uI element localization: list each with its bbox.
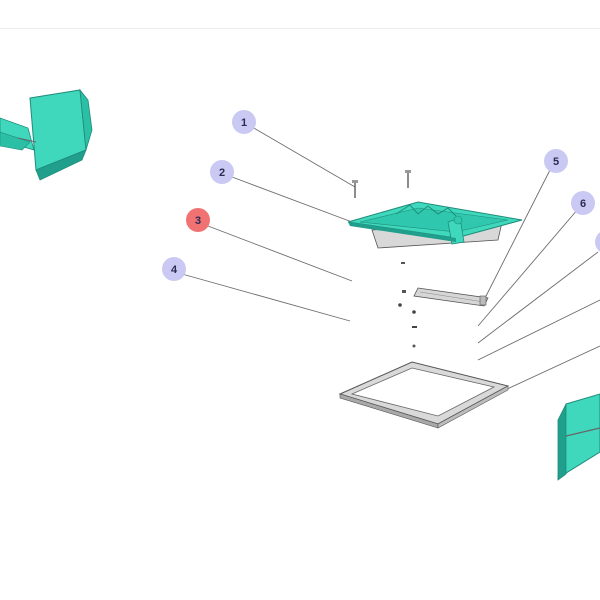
leader-line-6b — [477, 251, 599, 344]
callout-3[interactable]: 3 — [186, 208, 210, 232]
callout-5-bubble[interactable] — [544, 149, 568, 173]
hardware-pieces — [398, 262, 417, 348]
part-hinge-bar[interactable] — [413, 287, 489, 307]
leader-line-2 — [231, 176, 353, 223]
callout-2[interactable]: 2 — [210, 160, 234, 184]
callout-5[interactable]: 5 — [544, 149, 568, 173]
part-screw-left[interactable] — [352, 180, 358, 198]
leader-line-4 — [181, 273, 351, 322]
part-tray-assembly[interactable] — [347, 201, 523, 249]
part-small-clip-2[interactable] — [402, 290, 406, 293]
part-nut-2[interactable] — [412, 310, 416, 314]
part-frame[interactable] — [338, 361, 510, 429]
callout-4[interactable]: 4 — [162, 257, 186, 281]
part-small-clip-1[interactable] — [401, 262, 405, 264]
leader-line-6a — [477, 208, 579, 327]
part-small-clip-3[interactable] — [412, 326, 417, 328]
callout-7-bubble[interactable] — [595, 230, 600, 254]
callout-3-bubble[interactable] — [186, 208, 210, 232]
callout-6-bubble[interactable] — [571, 191, 595, 215]
callout-2-bubble[interactable] — [210, 160, 234, 184]
callout-1-bubble[interactable] — [232, 110, 256, 134]
leader-line-5 — [481, 169, 551, 305]
part-nut-3[interactable] — [412, 344, 416, 348]
callout-1[interactable]: 1 — [232, 110, 256, 134]
callout-7-partial[interactable] — [595, 230, 600, 254]
leader-line-3 — [207, 225, 353, 282]
preview-thumbnail-left[interactable] — [0, 88, 93, 181]
callout-4-bubble[interactable] — [162, 257, 186, 281]
callout-6[interactable]: 6 — [571, 191, 595, 215]
part-nut-1[interactable] — [398, 303, 402, 307]
leader-line-1 — [251, 126, 356, 188]
preview-thumbnail-right[interactable] — [557, 393, 600, 481]
leader-line-8 — [504, 345, 600, 391]
leader-lines — [181, 126, 600, 391]
toolbar-divider — [0, 28, 600, 29]
leader-line-7 — [477, 299, 600, 361]
part-screw-right[interactable] — [405, 170, 411, 188]
